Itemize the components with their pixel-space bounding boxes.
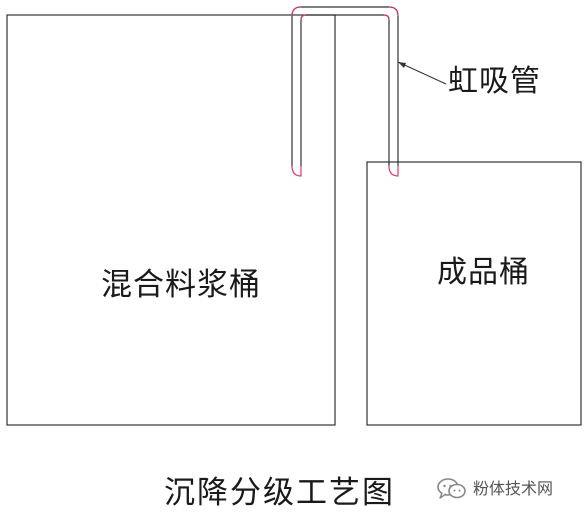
product-tank [366, 161, 582, 426]
product-tank-label: 成品桶 [437, 255, 530, 290]
siphon-label: 虹吸管 [448, 64, 541, 99]
mixing-slurry-tank [6, 14, 336, 426]
watermark: 粉体技术网 [437, 477, 553, 501]
siphon-bend-right [383, 6, 399, 21]
siphon-tube [291, 6, 399, 177]
mixing-tank-label: 混合料浆桶 [101, 267, 261, 303]
siphon-bend-left [291, 6, 307, 21]
siphon-leader-arrowhead [398, 62, 406, 68]
diagram-title: 沉降分级工艺图 [164, 475, 395, 511]
siphon-inlet-tip [291, 165, 302, 177]
watermark-text: 粉体技术网 [473, 479, 554, 498]
siphon-leader-line [397, 61, 447, 85]
siphon-outlet-tip [388, 165, 399, 177]
wechat-icon [437, 478, 466, 499]
